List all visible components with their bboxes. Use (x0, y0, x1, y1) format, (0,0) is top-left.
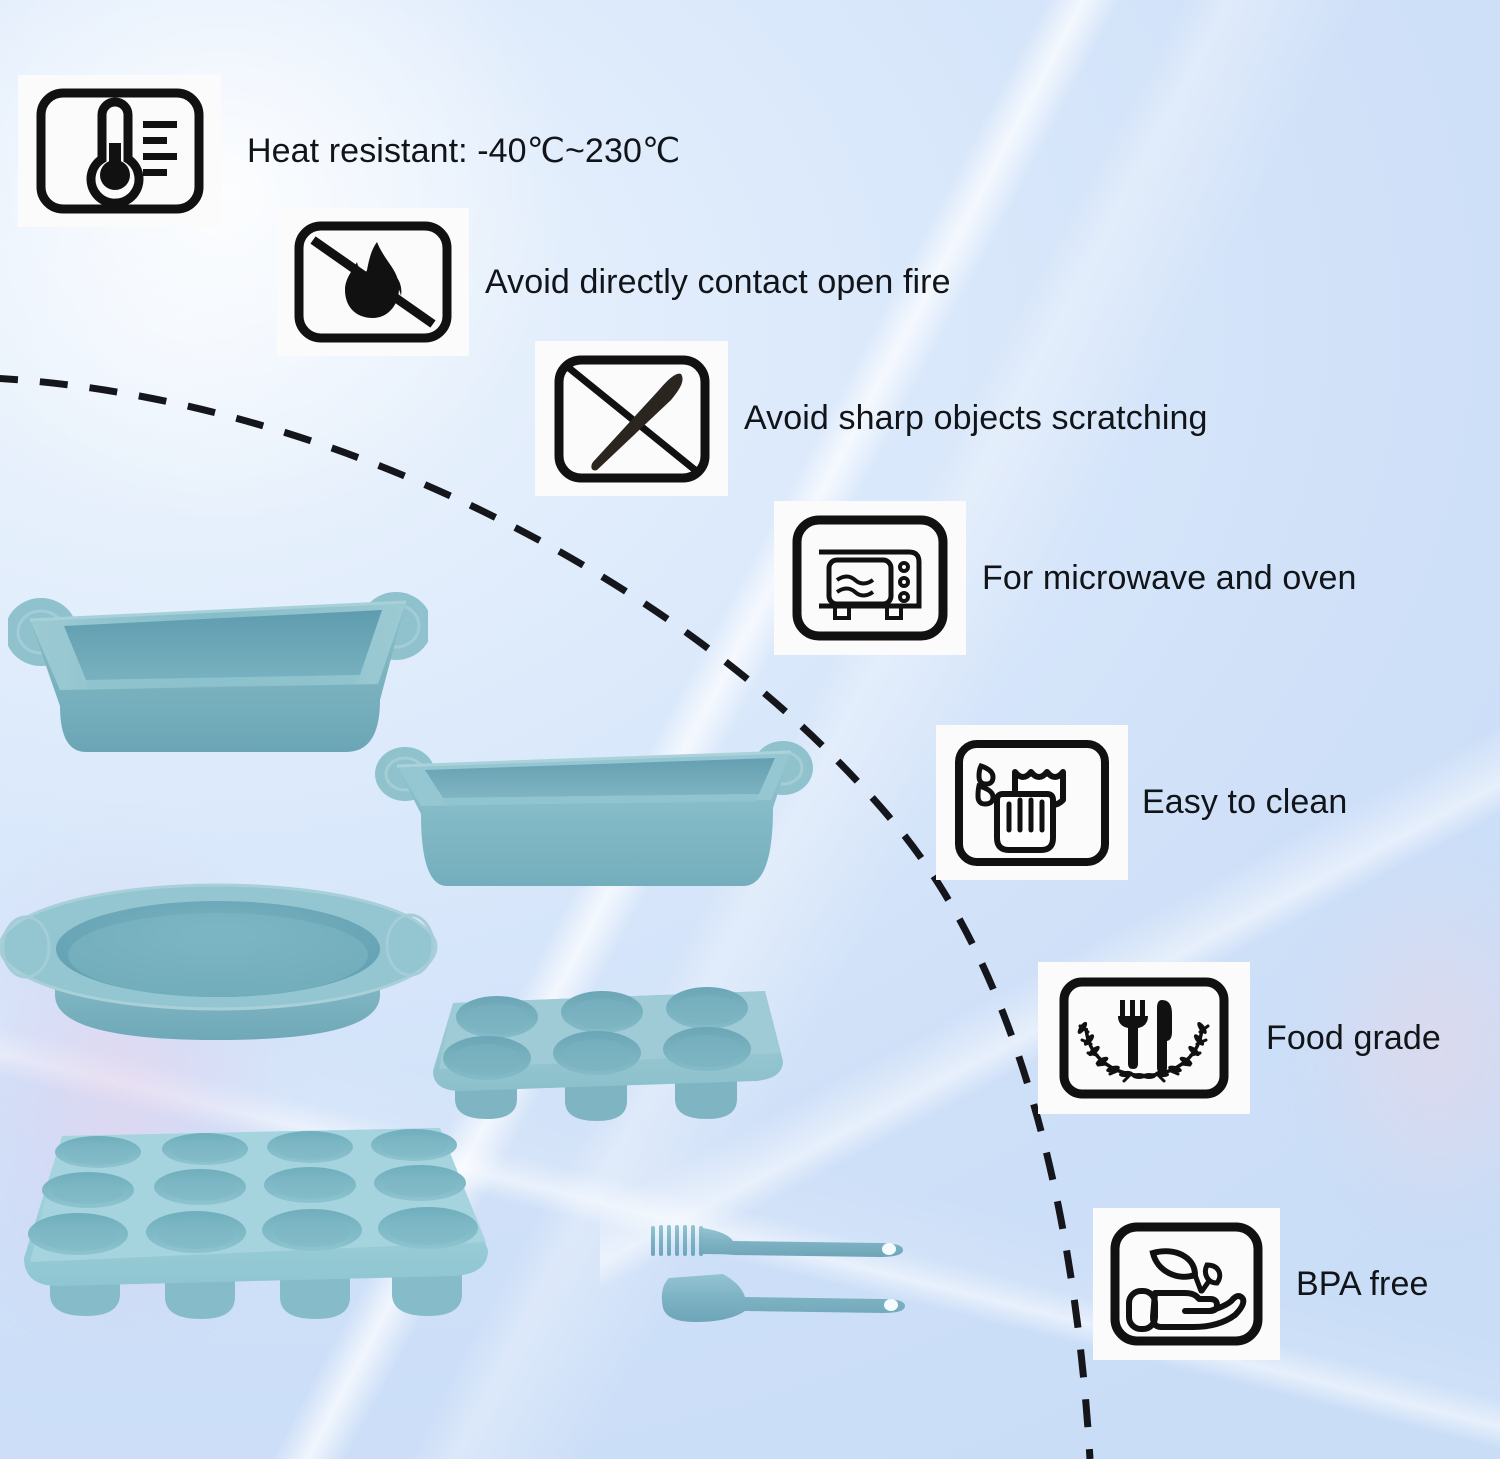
product-basting-brush (651, 1225, 903, 1257)
feature-bpa-free: BPA free (1093, 1208, 1428, 1360)
no-sharp-object-icon (554, 355, 709, 482)
background-prism-right (1290, 802, 1500, 1299)
feature-label-avoid-sharp-objects: Avoid sharp objects scratching (744, 399, 1208, 437)
feature-label-heat-resistant: Heat resistant: -40℃~230℃ (247, 132, 681, 170)
microwave-icon-box (774, 501, 966, 655)
no-fire-icon (294, 221, 452, 343)
product-loaf-pan (375, 741, 813, 886)
thermometer-icon-box (18, 75, 221, 227)
feature-label-microwave-and-oven: For microwave and oven (982, 558, 1357, 597)
no-sharp-object-icon-box (535, 341, 728, 496)
product-six-cup-muffin-pan (433, 987, 783, 1121)
product-twelve-cup-muffin-pan (24, 1128, 488, 1319)
hand-plant-icon-box (1093, 1208, 1280, 1360)
feature-label-avoid-open-fire: Avoid directly contact open fire (485, 262, 951, 301)
feature-food-grade: Food grade (1038, 962, 1441, 1114)
feature-avoid-open-fire: Avoid directly contact open fire (277, 208, 951, 356)
feature-avoid-sharp-objects: Avoid sharp objects scratching (535, 341, 1208, 496)
background-prism-left (0, 758, 300, 1430)
no-fire-icon-box (277, 208, 469, 356)
fork-knife-laurel-icon (1059, 977, 1229, 1099)
hand-wash-icon (955, 739, 1109, 866)
feature-label-food-grade: Food grade (1266, 1018, 1441, 1057)
feature-label-bpa-free: BPA free (1296, 1264, 1429, 1303)
feature-label-easy-to-clean: Easy to clean (1142, 783, 1348, 821)
product-round-cake-pan (0, 883, 438, 1040)
feature-microwave-and-oven: For microwave and oven (774, 501, 1356, 655)
hand-plant-icon (1110, 1222, 1263, 1346)
feature-heat-resistant: Heat resistant: -40℃~230℃ (18, 75, 680, 227)
product-rectangular-baking-pan (8, 592, 428, 752)
hand-wash-icon-box (936, 725, 1128, 880)
fork-knife-laurel-icon-box (1038, 962, 1250, 1114)
thermometer-icon (36, 88, 203, 214)
feature-easy-to-clean: Easy to clean (936, 725, 1347, 880)
microwave-icon (792, 515, 948, 641)
product-spatula (661, 1274, 905, 1322)
